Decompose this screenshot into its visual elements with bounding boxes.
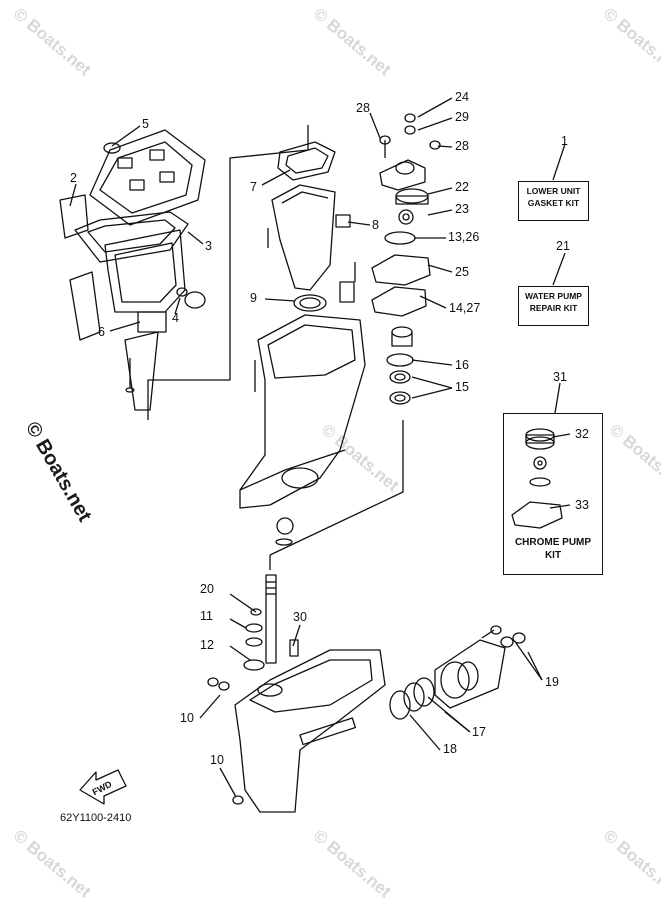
callout-28: 28 — [356, 101, 370, 115]
callout-2: 2 — [70, 171, 77, 185]
kit-line: REPAIR KIT — [529, 303, 578, 313]
callout-19: 19 — [545, 675, 559, 689]
callout-28b: 28 — [455, 139, 469, 153]
kit-line: WATER PUMP — [525, 291, 582, 301]
callout-33: 33 — [575, 498, 589, 512]
callout-23: 23 — [455, 202, 469, 216]
callout-31: 31 — [553, 370, 567, 384]
chrome-pump-kit-box — [503, 413, 603, 575]
callout-4: 4 — [172, 311, 179, 325]
callout-29: 29 — [455, 110, 469, 124]
callout-13-26: 13,26 — [448, 230, 480, 244]
callout-32: 32 — [575, 427, 589, 441]
diagram-code: 62Y1100-2410 — [60, 812, 132, 824]
chrome-pump-kit-title: CHROME PUMP KIT — [503, 536, 603, 562]
callout-24: 24 — [455, 90, 469, 104]
callout-18: 18 — [443, 742, 457, 756]
callout-17: 17 — [472, 725, 486, 739]
callout-21: 21 — [556, 239, 570, 253]
callout-20: 20 — [200, 582, 214, 596]
callout-5: 5 — [142, 117, 149, 131]
callout-12: 12 — [200, 638, 214, 652]
lower-unit-gasket-kit-box: LOWER UNIT GASKET KIT — [518, 181, 589, 221]
callout-16: 16 — [455, 358, 469, 372]
callout-30: 30 — [293, 610, 307, 624]
callout-25: 25 — [455, 265, 469, 279]
callout-22: 22 — [455, 180, 469, 194]
callout-15: 15 — [455, 380, 469, 394]
callout-1: 1 — [561, 134, 568, 148]
callout-7: 7 — [250, 180, 257, 194]
kit-line: LOWER UNIT — [526, 186, 581, 196]
kit-line: CHROME PUMP — [514, 537, 592, 548]
callout-9: 9 — [250, 291, 257, 305]
callout-8: 8 — [372, 218, 379, 232]
callout-11: 11 — [200, 609, 213, 623]
callout-3: 3 — [205, 239, 212, 253]
callout-10: 10 — [180, 711, 194, 725]
callout-14-27: 14,27 — [449, 301, 481, 315]
callout-6: 6 — [98, 325, 105, 339]
water-pump-repair-kit-box: WATER PUMP REPAIR KIT — [518, 286, 589, 326]
kit-line: KIT — [544, 550, 562, 561]
callout-10b: 10 — [210, 753, 224, 767]
kit-line: GASKET KIT — [527, 198, 580, 208]
